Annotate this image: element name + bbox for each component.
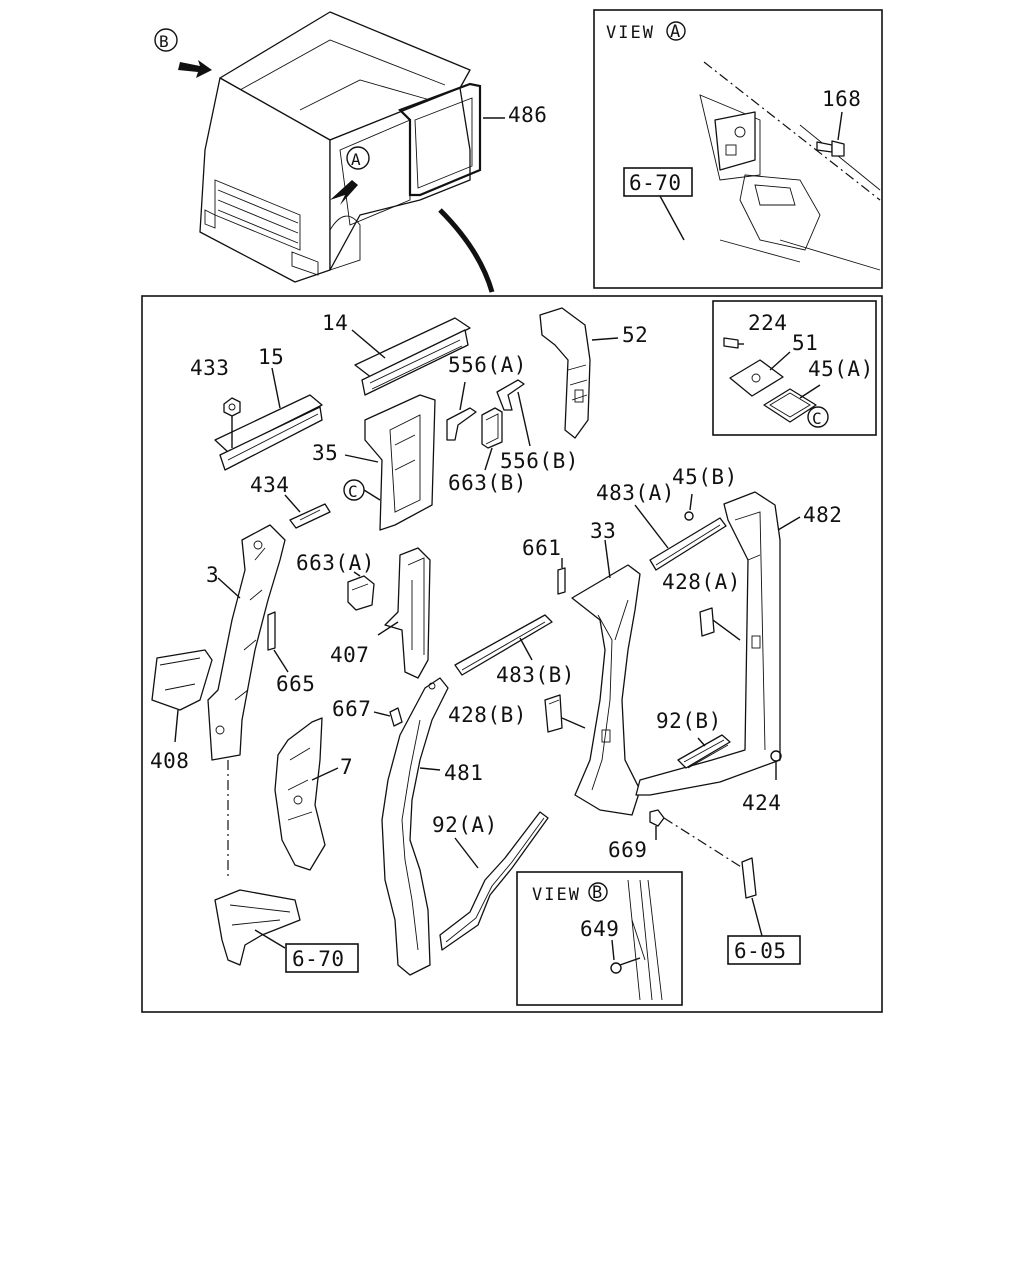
part-92a: 92(A) [432, 811, 549, 951]
part-7: 7 [274, 717, 353, 871]
inset-c-panel: 224 51 45(A) C [712, 300, 877, 436]
ref-6-70-view-a: 6-70 [629, 171, 682, 195]
label-45b: 45(B) [672, 465, 738, 489]
view-b-title: VIEW [532, 885, 581, 905]
label-52: 52 [622, 323, 648, 347]
part-92b: 92(B) [656, 709, 731, 769]
inset-c-marker: C [812, 409, 822, 428]
arrow-a-icon [330, 180, 358, 205]
part-661: 661 [522, 536, 566, 595]
part-482: 482 [635, 491, 842, 796]
view-a-panel: VIEW A 168 6-70 [593, 9, 883, 289]
part-407: 407 [330, 547, 431, 679]
view-b-panel: VIEW B 649 [516, 871, 683, 1006]
label-407: 407 [330, 643, 369, 667]
label-483b: 483(B) [496, 663, 575, 687]
part-14: 14 [322, 311, 471, 396]
marker-b: B [159, 32, 169, 51]
part-667: 667 [332, 697, 403, 727]
part-556: 556(A) 556(B) [446, 353, 579, 473]
marker-c-35: C [348, 482, 358, 501]
label-433: 433 [190, 356, 229, 380]
part-481: 481 [381, 677, 483, 976]
label-483a: 483(A) [596, 481, 675, 505]
part-433: 433 [190, 356, 241, 448]
label-481: 481 [444, 761, 483, 785]
part-669: 669 6-05 [608, 809, 801, 965]
cab-illustration: A B 486 [154, 11, 547, 293]
main-panel: 224 51 45(A) C 14 15 [141, 295, 883, 1013]
arrow-b-icon [178, 60, 212, 78]
label-168: 168 [822, 87, 861, 111]
label-556a: 556(A) [448, 353, 527, 377]
part-665: 665 [267, 611, 315, 696]
marker-a-circle [346, 146, 370, 170]
label-661: 661 [522, 536, 561, 560]
label-408: 408 [150, 749, 189, 773]
part-434: 434 [250, 473, 331, 529]
label-35: 35 [312, 441, 338, 465]
part-408: 408 [150, 649, 213, 773]
part-483b: 483(B) [454, 614, 575, 687]
part-483a: 483(A) [596, 481, 727, 571]
ref-6-05: 6-05 [734, 939, 787, 963]
part-45b: 45(B) [672, 465, 738, 521]
label-33: 33 [590, 519, 616, 543]
part-15: 15 [214, 345, 323, 471]
label-669: 669 [608, 838, 647, 862]
label-663b: 663(B) [448, 471, 527, 495]
label-7: 7 [340, 755, 353, 779]
view-b-marker: B [592, 883, 602, 903]
label-45a: 45(A) [808, 357, 874, 381]
part-33: 33 [571, 519, 641, 816]
part-663b: 663(B) [448, 407, 527, 495]
part-lower-bracket: 6-70 [214, 889, 359, 973]
part-3: 3 [206, 524, 286, 880]
view-a-title: VIEW [606, 23, 655, 43]
part-424: 424 [742, 750, 782, 815]
label-224: 224 [748, 311, 787, 335]
label-51: 51 [792, 331, 818, 355]
label-424: 424 [742, 791, 781, 815]
label-649: 649 [580, 917, 619, 941]
label-428a: 428(A) [662, 570, 741, 594]
marker-a: A [351, 150, 361, 169]
label-663a: 663(A) [296, 551, 375, 575]
label-556b: 556(B) [500, 449, 579, 473]
label-14: 14 [322, 311, 348, 335]
label-3: 3 [206, 563, 219, 587]
label-486: 486 [508, 103, 547, 127]
label-428b: 428(B) [448, 703, 527, 727]
part-428a: 428(A) [662, 570, 741, 641]
marker-b-circle [154, 28, 178, 52]
label-92a: 92(A) [432, 813, 498, 837]
ref-6-70-main: 6-70 [292, 947, 345, 971]
label-92b: 92(B) [656, 709, 722, 733]
label-15: 15 [258, 345, 284, 369]
view-a-marker: A [670, 22, 680, 42]
label-667: 667 [332, 697, 371, 721]
part-52: 52 [539, 307, 648, 439]
part-428b: 428(B) [448, 694, 586, 733]
label-665: 665 [276, 672, 315, 696]
part-663a: 663(A) [296, 551, 375, 611]
part-35: 35 C [312, 394, 436, 531]
label-482: 482 [803, 503, 842, 527]
label-434: 434 [250, 473, 289, 497]
